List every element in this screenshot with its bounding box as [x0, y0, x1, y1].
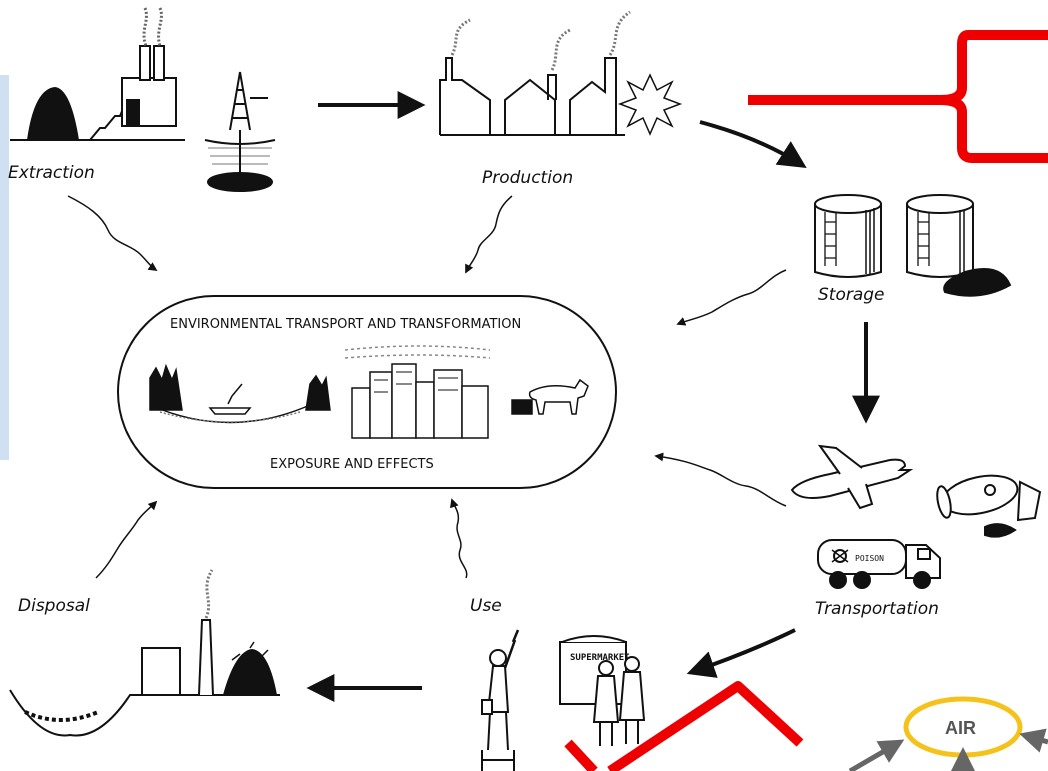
red-brace-annotation	[748, 30, 1048, 163]
red-chevron-annotation	[564, 681, 804, 771]
use-label: Use	[470, 596, 502, 616]
capsule-title: ENVIRONMENTAL TRANSPORT AND TRANSFORMATI…	[170, 317, 521, 332]
wavy-arrow-extraction	[67, 195, 158, 271]
air-label: AIR	[945, 718, 976, 738]
extraction-label: Extraction	[8, 163, 95, 183]
wavy-arrow-disposal	[95, 500, 158, 579]
wavy-arrow-use	[450, 498, 468, 579]
environment-scene	[149, 345, 589, 439]
storage-label: Storage	[818, 285, 885, 305]
production-illustration	[439, 10, 683, 136]
storage-illustration	[814, 194, 1012, 297]
extraction-illustration	[10, 7, 276, 192]
air-arrow-right	[1019, 728, 1048, 753]
arrow-transportation-to-use	[686, 628, 796, 678]
supermarket-sign: SUPERMARKET	[570, 653, 630, 663]
left-edge-panel	[0, 75, 9, 460]
production-label: Production	[482, 168, 573, 188]
transportation-illustration	[790, 444, 1042, 589]
transportation-label: Transportation	[815, 599, 939, 619]
poison-sign: POISON	[855, 554, 884, 563]
disposal-illustration	[9, 569, 280, 737]
use-illustration	[481, 629, 646, 771]
wavy-arrow-storage	[676, 269, 787, 326]
capsule-subtitle: EXPOSURE AND EFFECTS	[270, 457, 434, 472]
disposal-label: Disposal	[18, 596, 90, 616]
wavy-arrow-production	[465, 195, 513, 274]
arrow-production-to-storage	[699, 120, 807, 169]
air-arrow-left	[848, 739, 905, 771]
wavy-arrow-transportation	[654, 452, 787, 507]
